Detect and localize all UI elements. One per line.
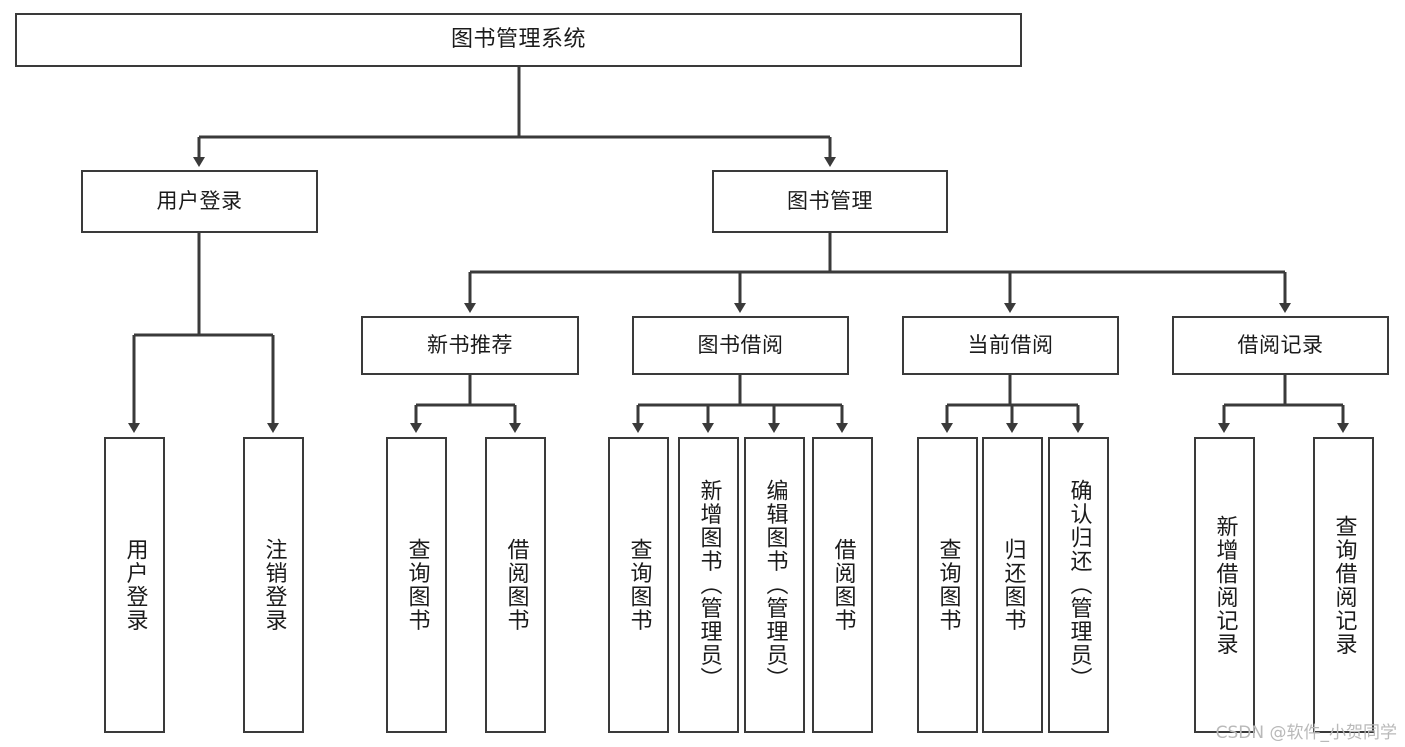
leaf-query-book-recommend[interactable]: 查询图书 [386,437,447,733]
node-label: 图书管理系统 [450,27,586,53]
node-label: 查询图书 [626,538,652,632]
leaf-borrow-book[interactable]: 借阅图书 [812,437,873,733]
leaf-borrow-book-recommend[interactable]: 借阅图书 [485,437,546,733]
node-label: 当前借阅 [967,333,1054,358]
leaf-query-borrow-record[interactable]: 查询借阅记录 [1313,437,1374,733]
leaf-confirm-return-admin[interactable]: 确认归还（管理员） [1048,437,1109,733]
node-label: 查询图书 [404,538,430,632]
node-label: 查询图书 [935,538,961,632]
node-book-borrow[interactable]: 图书借阅 [632,316,849,375]
node-current-borrow[interactable]: 当前借阅 [902,316,1119,375]
leaf-return-book[interactable]: 归还图书 [982,437,1043,733]
node-label: 用户登录 [122,538,148,632]
node-book-management[interactable]: 图书管理 [712,170,948,233]
leaf-edit-book-admin[interactable]: 编辑图书（管理员） [744,437,805,733]
node-label: 借阅记录 [1237,333,1324,358]
node-label: 注销登录 [261,538,287,632]
node-label: 借阅图书 [503,538,529,632]
csdn-watermark: CSDN @软件_小贺同学 [1215,723,1397,743]
node-label: 新增图书（管理员） [696,479,722,691]
leaf-query-book-borrow[interactable]: 查询图书 [608,437,669,733]
leaf-add-book-admin[interactable]: 新增图书（管理员） [678,437,739,733]
node-label: 图书管理 [787,189,873,214]
node-user-login[interactable]: 用户登录 [81,170,318,233]
node-label: 新增借阅记录 [1212,514,1238,656]
node-borrow-record[interactable]: 借阅记录 [1172,316,1389,375]
leaf-logout[interactable]: 注销登录 [243,437,304,733]
node-label: 新书推荐 [427,333,513,358]
node-label: 编辑图书（管理员） [762,479,788,691]
node-label: 图书借阅 [697,333,784,358]
node-root-system[interactable]: 图书管理系统 [15,13,1022,67]
node-label: 确认归还（管理员） [1066,479,1092,691]
node-label: 借阅图书 [830,538,856,632]
leaf-add-borrow-record[interactable]: 新增借阅记录 [1194,437,1255,733]
leaf-query-book-current[interactable]: 查询图书 [917,437,978,733]
leaf-user-login[interactable]: 用户登录 [104,437,165,733]
node-label: 查询借阅记录 [1331,514,1357,656]
node-new-book-recommend[interactable]: 新书推荐 [361,316,579,375]
node-label: 归还图书 [1000,538,1026,632]
node-label: 用户登录 [156,189,243,214]
